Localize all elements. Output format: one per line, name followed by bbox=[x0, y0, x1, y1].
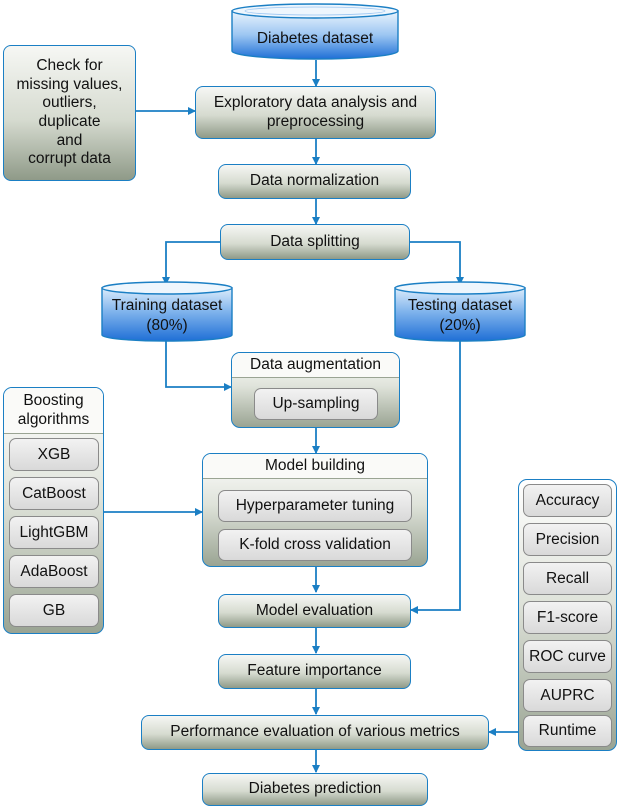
arrow-splitting-to-testing bbox=[410, 241, 464, 285]
precision-label: Precision bbox=[535, 530, 600, 548]
hyperparameter-tuning-label: Hyperparameter tuning bbox=[235, 497, 395, 514]
xgb-label: XGB bbox=[37, 445, 71, 463]
boosting-title-line: algorithms bbox=[17, 410, 90, 428]
performance-evaluation-label: Performance evaluation of various metric… bbox=[170, 723, 460, 741]
database-icon bbox=[231, 3, 399, 60]
roc-curve-item: ROC curve bbox=[523, 640, 612, 673]
boosting-algorithms-title: Boosting algorithms bbox=[4, 388, 103, 435]
arrow-testing-to-evaluation bbox=[410, 341, 461, 614]
check-line: missing values, bbox=[16, 75, 123, 93]
precision-item: Precision bbox=[523, 523, 612, 556]
data-augmentation-panel: Data augmentation Up-sampling bbox=[231, 352, 400, 428]
data-normalization-node: Data normalization bbox=[218, 164, 411, 199]
accuracy-item: Accuracy bbox=[523, 484, 612, 517]
database-icon bbox=[394, 281, 526, 342]
lightgbm-item: LightGBM bbox=[9, 516, 99, 549]
roc-curve-label: ROC curve bbox=[529, 647, 606, 665]
model-building-title: Model building bbox=[203, 454, 427, 479]
eda-line: preprocessing bbox=[266, 112, 365, 130]
catboost-label: CatBoost bbox=[22, 484, 86, 502]
training-dataset-line: Training dataset bbox=[111, 297, 223, 314]
auprc-label: AUPRC bbox=[540, 686, 595, 704]
model-evaluation-node: Model evaluation bbox=[218, 594, 411, 628]
adaboost-item: AdaBoost bbox=[9, 555, 99, 588]
data-splitting-label: Data splitting bbox=[270, 232, 360, 250]
arrow-training-to-augmentation bbox=[165, 341, 232, 391]
check-line: outliers, bbox=[42, 94, 97, 112]
auprc-item: AUPRC bbox=[523, 679, 612, 712]
testing-dataset-line: (20%) bbox=[439, 317, 481, 334]
diabetes-prediction-node: Diabetes prediction bbox=[202, 773, 428, 806]
hyperparameter-tuning-item: Hyperparameter tuning bbox=[218, 490, 412, 522]
data-augmentation-title: Data augmentation bbox=[232, 353, 399, 378]
up-sampling-item: Up-sampling bbox=[254, 388, 378, 420]
lightgbm-label: LightGBM bbox=[19, 523, 89, 541]
f1-score-label: F1-score bbox=[536, 608, 599, 626]
testing-dataset-node: Testing dataset (20%) bbox=[394, 281, 526, 343]
diabetes-dataset-label: Diabetes dataset bbox=[256, 30, 374, 47]
runtime-label: Runtime bbox=[538, 722, 597, 739]
check-line: Check for bbox=[36, 57, 103, 75]
feature-importance-label: Feature importance bbox=[247, 662, 382, 680]
gb-label: GB bbox=[42, 601, 66, 619]
accuracy-label: Accuracy bbox=[535, 491, 600, 509]
adaboost-label: AdaBoost bbox=[20, 562, 88, 580]
diabetes-dataset-node: Diabetes dataset bbox=[231, 3, 399, 61]
kfold-cross-validation-label: K-fold cross validation bbox=[239, 536, 391, 553]
database-icon bbox=[101, 281, 233, 342]
model-building-panel: Model building Hyperparameter tuning K-f… bbox=[202, 453, 428, 567]
boosting-algorithms-panel: Boosting algorithms XGB CatBoost LightGB… bbox=[3, 387, 104, 634]
model-evaluation-label: Model evaluation bbox=[255, 601, 374, 619]
gb-item: GB bbox=[9, 594, 99, 627]
catboost-item: CatBoost bbox=[9, 477, 99, 510]
up-sampling-label: Up-sampling bbox=[272, 395, 360, 412]
testing-dataset-line: Testing dataset bbox=[407, 297, 513, 314]
f1-score-item: F1-score bbox=[523, 601, 612, 634]
feature-importance-node: Feature importance bbox=[218, 654, 411, 689]
xgb-item: XGB bbox=[9, 438, 99, 471]
training-dataset-line: (80%) bbox=[146, 317, 188, 334]
check-line: corrupt data bbox=[28, 150, 111, 168]
boosting-title-line: Boosting bbox=[23, 392, 84, 409]
kfold-cross-validation-item: K-fold cross validation bbox=[218, 529, 412, 561]
runtime-item: Runtime bbox=[523, 715, 612, 747]
data-splitting-node: Data splitting bbox=[220, 224, 410, 260]
eda-node: Exploratory data analysis and preprocess… bbox=[195, 86, 436, 139]
eda-line: Exploratory data analysis and bbox=[213, 93, 418, 111]
recall-item: Recall bbox=[523, 562, 612, 595]
performance-evaluation-node: Performance evaluation of various metric… bbox=[141, 715, 489, 750]
check-node: Check for missing values, outliers, dupl… bbox=[3, 45, 136, 181]
check-line: and bbox=[56, 131, 83, 149]
check-line: duplicate bbox=[38, 113, 101, 130]
training-dataset-node: Training dataset (80%) bbox=[101, 281, 233, 343]
arrow-splitting-to-training bbox=[162, 241, 220, 285]
diabetes-prediction-label: Diabetes prediction bbox=[248, 780, 382, 798]
metrics-panel: Accuracy Precision Recall F1-score ROC c… bbox=[518, 479, 617, 751]
recall-label: Recall bbox=[545, 569, 590, 587]
data-normalization-label: Data normalization bbox=[249, 172, 380, 190]
